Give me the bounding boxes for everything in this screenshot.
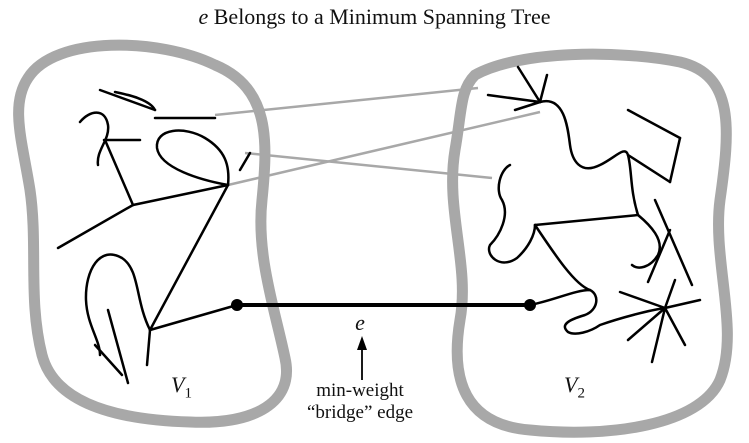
set-label-v1-sub: 1	[184, 385, 192, 402]
set-label-v2: V2	[564, 372, 585, 402]
cross-edges	[214, 86, 541, 187]
tree-v2	[486, 65, 702, 364]
tree-edge	[78, 111, 110, 167]
tree-edge	[98, 88, 157, 112]
tree-edge	[148, 183, 230, 332]
bridge-endpoint-v1	[231, 299, 243, 311]
bridge-edge-group	[231, 299, 536, 311]
tree-edge	[487, 163, 537, 264]
tree-edge	[626, 108, 682, 140]
tree-edge	[630, 213, 661, 269]
tree-edge	[84, 253, 152, 357]
tree-edge	[653, 198, 694, 287]
set-label-v2-name: V	[564, 372, 578, 397]
tree-edge	[626, 153, 672, 184]
bridge-edge-label: e	[355, 310, 365, 335]
tree-edge	[538, 99, 640, 217]
bridge-endpoint-v2	[524, 299, 536, 311]
region-v1-outline	[13, 39, 292, 428]
tree-edge	[513, 100, 542, 112]
tree-edge	[618, 290, 667, 310]
tree-edge	[650, 306, 667, 364]
tree-edge	[103, 138, 135, 207]
set-label-v1: V1	[171, 372, 192, 402]
tree-edge	[668, 136, 682, 184]
tree-edge	[56, 203, 135, 250]
tree-edge	[93, 343, 124, 377]
tree-edge	[663, 278, 677, 310]
tree-edge	[148, 303, 239, 332]
tree-edge	[533, 223, 592, 292]
tree-edge	[131, 183, 230, 207]
tree-edge	[646, 228, 672, 284]
set-label-v1-name: V	[171, 372, 185, 397]
bridge-caption-line1: min-weight	[316, 380, 404, 401]
tree-edge	[533, 213, 640, 227]
region-v2-outline	[447, 48, 733, 438]
bridge-caption-line2: “bridge” edge	[306, 402, 414, 423]
tree-edge	[528, 288, 667, 335]
cross-edge	[227, 110, 541, 187]
title-text: Belongs to a Minimum Spanning Tree	[208, 4, 551, 29]
tree-edge	[486, 93, 542, 104]
tree-v1	[56, 88, 252, 385]
tree-edge	[238, 151, 252, 172]
tree-edge	[538, 73, 549, 104]
diagram-title: e Belongs to a Minimum Spanning Tree	[0, 4, 749, 30]
tree-edge	[626, 306, 667, 342]
tree-edge	[145, 328, 152, 367]
tree-edge	[663, 306, 687, 347]
tree-edge	[113, 90, 157, 112]
cross-edge	[244, 151, 493, 180]
title-variable: e	[198, 4, 209, 29]
set-label-v2-sub: 2	[577, 385, 585, 402]
cross-edge	[214, 86, 479, 117]
caption-arrowhead	[357, 336, 367, 350]
tree-edge	[106, 308, 130, 385]
tree-edge	[663, 298, 702, 310]
tree-edge	[516, 65, 542, 104]
tree-edge	[155, 129, 230, 187]
caption-arrow	[357, 336, 367, 380]
bridge-caption: min-weight “bridge” edge	[280, 380, 440, 424]
